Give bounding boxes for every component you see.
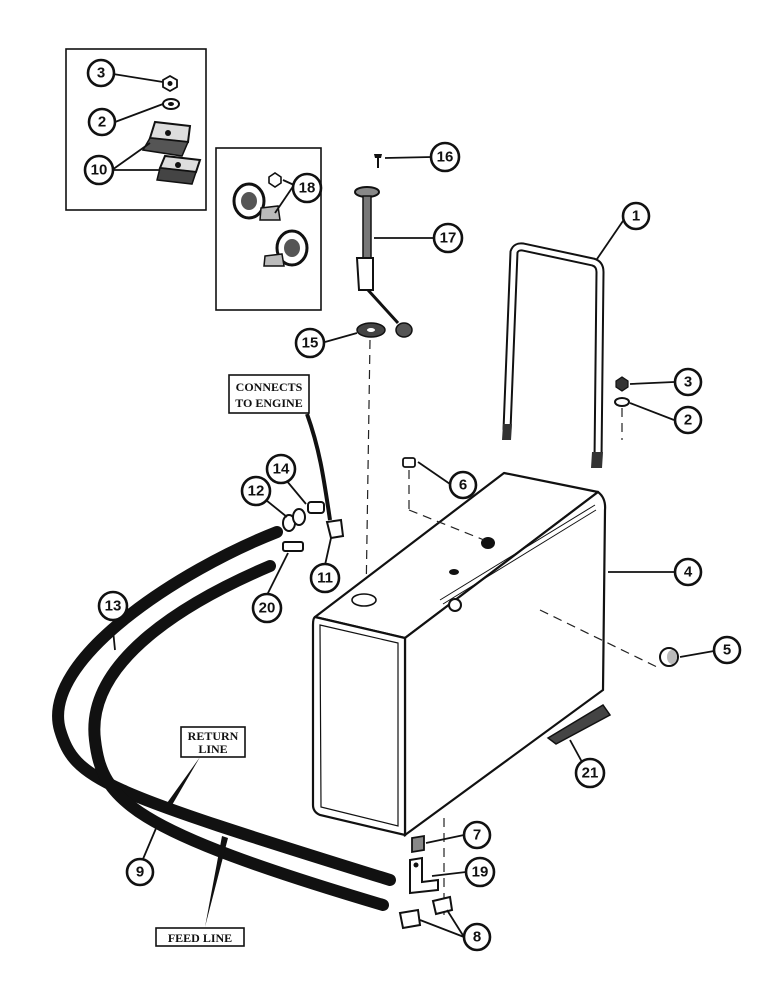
svg-text:17: 17 (440, 230, 457, 247)
callout-17: 17 (432, 222, 464, 254)
svg-text:21: 21 (582, 765, 599, 782)
svg-text:16: 16 (437, 149, 454, 166)
svg-text:3: 3 (97, 65, 105, 82)
callout-1: 1 (621, 201, 651, 231)
screw-part-16 (374, 154, 382, 168)
connects-to-engine-line2: TO ENGINE (235, 396, 302, 410)
grommet-part-18-lower (263, 229, 309, 267)
callout-19: 19 (464, 856, 496, 888)
connects-to-engine-line1: CONNECTS (236, 380, 303, 394)
callout-4: 4 (673, 557, 703, 587)
callout-2: 2 (673, 405, 703, 435)
callout-3: 3 (673, 367, 703, 397)
svg-text:2: 2 (98, 114, 106, 131)
callout-10: 10 (83, 154, 115, 186)
svg-text:1: 1 (632, 208, 640, 225)
callout-21: 21 (574, 757, 606, 789)
callout-12: 12 (240, 475, 272, 507)
nut-part-3-detail (162, 74, 178, 93)
callout-8: 8 (462, 922, 492, 952)
callout-18: 18 (291, 172, 323, 204)
svg-text:7: 7 (473, 827, 481, 844)
pad-part-21 (546, 703, 612, 745)
detail-box-clamps (65, 48, 207, 211)
fuel-tank-part-4 (311, 471, 607, 838)
callout-15: 15 (294, 327, 326, 359)
nut-part-3 (615, 376, 629, 392)
svg-text:20: 20 (259, 600, 276, 617)
svg-text:3: 3 (684, 374, 692, 391)
callout-5: 5 (712, 635, 742, 665)
svg-text:4: 4 (684, 564, 693, 581)
svg-text:15: 15 (302, 335, 319, 352)
callout-20: 20 (251, 592, 283, 624)
fitting-part-7 (411, 834, 425, 854)
return-hose-part-13 (52, 526, 396, 886)
svg-text:2: 2 (684, 412, 692, 429)
fitting-part-8-a (431, 895, 454, 916)
svg-text:6: 6 (459, 477, 467, 494)
svg-text:9: 9 (136, 864, 144, 881)
svg-text:8: 8 (473, 929, 481, 946)
washer-part-2 (614, 397, 630, 407)
svg-text:5: 5 (723, 642, 731, 659)
connects-to-engine-label: CONNECTS TO ENGINE (228, 374, 310, 414)
feed-hose-part-9 (88, 560, 389, 911)
elbow-part-11 (325, 518, 345, 540)
fuel-sender-part-17 (354, 186, 413, 338)
feed-line-text: FEED LINE (168, 931, 232, 945)
callout-16: 16 (429, 141, 461, 173)
gasket-part-15 (356, 322, 386, 338)
return-line-text2: LINE (198, 742, 227, 756)
return-line-label: RETURN LINE (180, 726, 246, 758)
nut-part-18 (268, 172, 282, 188)
fitting-part-8-b (398, 908, 422, 930)
svg-text:18: 18 (299, 180, 316, 197)
grommet-part-18-upper (232, 182, 281, 221)
tank-strap-part-1 (502, 242, 605, 468)
svg-text:11: 11 (317, 570, 333, 587)
clamp-part-12-b (292, 508, 306, 526)
callout-14: 14 (265, 453, 297, 485)
svg-text:10: 10 (91, 162, 108, 179)
svg-text:19: 19 (472, 864, 489, 881)
svg-text:13: 13 (105, 598, 122, 615)
callout-3-detail: 3 (86, 58, 116, 88)
callout-2-detail: 2 (87, 107, 117, 137)
callout-13: 13 (97, 590, 129, 622)
connector-part-14 (307, 501, 325, 514)
return-line-text1: RETURN (188, 729, 239, 743)
clamp-part-10-lower (156, 154, 202, 185)
callout-11: 11 (309, 562, 341, 594)
clamp-part-10-upper (141, 120, 192, 157)
callout-9: 9 (125, 857, 155, 887)
detail-box-grommets (215, 147, 322, 311)
plug-part-5 (659, 647, 679, 667)
engine-line (305, 413, 332, 521)
connector-part-20 (282, 541, 304, 552)
washer-part-2-detail (162, 98, 180, 110)
feed-line-label: FEED LINE (155, 927, 245, 947)
svg-text:14: 14 (273, 461, 290, 478)
callout-6: 6 (448, 470, 478, 500)
svg-text:12: 12 (248, 483, 265, 500)
callout-7: 7 (462, 820, 492, 850)
cap-part-6 (402, 457, 416, 468)
elbow-part-19 (409, 856, 439, 895)
